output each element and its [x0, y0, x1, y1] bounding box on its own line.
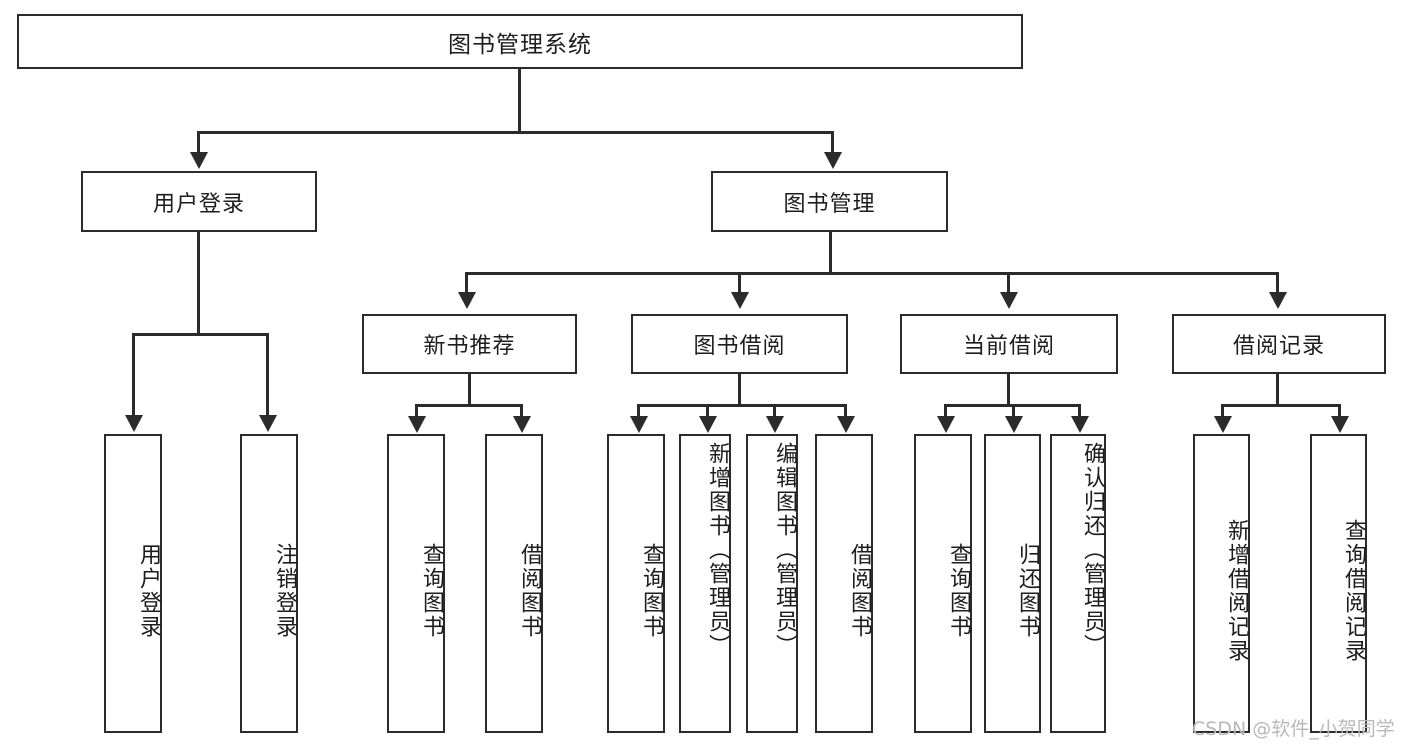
connector-user-login-right — [266, 333, 269, 417]
node-leaf-edit-book[interactable]: 编辑图书（管理员） — [746, 434, 798, 733]
arrowhead-current-borrow-c3 — [1071, 416, 1089, 433]
connector-book-management-bus — [465, 272, 1278, 275]
arrowhead-new-book-c2 — [513, 416, 531, 433]
arrowhead-book-borrow-c2 — [699, 416, 717, 433]
arrowhead-borrow-record-c1 — [1214, 416, 1232, 433]
arrowhead-borrow-record-c2 — [1331, 416, 1349, 433]
connector-borrow-record-c1 — [1221, 404, 1224, 418]
node-leaf-add-record[interactable]: 新增借阅记录 — [1193, 434, 1250, 733]
arrowhead-bm-to-borrow-record — [1269, 292, 1287, 309]
connector-user-login-left — [132, 333, 135, 417]
node-borrow-record[interactable]: 借阅记录 — [1172, 314, 1386, 374]
arrowhead-book-borrow-c3 — [766, 416, 784, 433]
arrowhead-bm-to-current-borrow — [1000, 292, 1018, 309]
csdn-watermark: CSDN @软件_小贺同学 — [1192, 718, 1395, 740]
arrowhead-book-borrow-c4 — [837, 416, 855, 433]
arrowhead-new-book-c1 — [408, 416, 426, 433]
node-current-borrow[interactable]: 当前借阅 — [900, 314, 1118, 374]
arrowhead-current-borrow-c1 — [937, 416, 955, 433]
connector-new-book-c2 — [520, 404, 523, 418]
connector-book-management-stem — [829, 232, 832, 274]
node-book-borrow[interactable]: 图书借阅 — [631, 314, 848, 374]
connector-bm-to-current-borrow — [1007, 272, 1010, 294]
connector-new-book-c1 — [415, 404, 418, 418]
arrowhead-bm-to-book-borrow — [731, 292, 749, 309]
node-leaf-query-book-1[interactable]: 查询图书 — [387, 434, 445, 733]
node-leaf-logout-login[interactable]: 注销登录 — [240, 434, 298, 733]
node-leaf-add-book[interactable]: 新增图书（管理员） — [679, 434, 731, 733]
connector-current-borrow-c2 — [1012, 404, 1015, 418]
connector-root-bus — [197, 131, 834, 134]
connector-book-borrow-c3 — [773, 404, 776, 418]
connector-borrow-record-stem — [1276, 374, 1279, 406]
arrowhead-book-borrow-c1 — [630, 416, 648, 433]
arrowhead-user-login-left — [125, 415, 143, 432]
connector-book-borrow-c4 — [844, 404, 847, 418]
connector-new-book-bus — [415, 404, 523, 407]
node-user-login[interactable]: 用户登录 — [81, 171, 317, 232]
arrowhead-root-to-book-management — [824, 152, 842, 169]
connector-new-book-stem — [468, 374, 471, 406]
node-leaf-query-book-3[interactable]: 查询图书 — [914, 434, 972, 733]
node-leaf-user-login[interactable]: 用户登录 — [104, 434, 162, 733]
connector-borrow-record-bus — [1221, 404, 1341, 407]
connector-user-login-stem — [197, 232, 200, 335]
node-leaf-borrow-book-2[interactable]: 借阅图书 — [815, 434, 873, 733]
connector-bm-to-book-borrow — [738, 272, 741, 294]
connector-book-borrow-stem — [738, 374, 741, 406]
node-book-management[interactable]: 图书管理 — [711, 171, 948, 232]
connector-current-borrow-c3 — [1078, 404, 1081, 418]
arrowhead-root-to-user-login — [190, 152, 208, 169]
connector-borrow-record-c2 — [1338, 404, 1341, 418]
connector-bm-to-borrow-record — [1276, 272, 1279, 294]
connector-book-borrow-bus — [637, 404, 847, 407]
arrowhead-user-login-right — [259, 415, 277, 432]
arrowhead-bm-to-new-book — [458, 292, 476, 309]
connector-root-to-user-login — [197, 131, 200, 155]
connector-current-borrow-stem — [1007, 374, 1010, 406]
connector-root-stem — [518, 69, 521, 132]
connector-current-borrow-c1 — [944, 404, 947, 418]
connector-root-to-book-management — [831, 131, 834, 155]
node-leaf-return-book[interactable]: 归还图书 — [984, 434, 1041, 733]
connector-book-borrow-c2 — [706, 404, 709, 418]
node-root-system[interactable]: 图书管理系统 — [17, 14, 1023, 69]
node-leaf-query-record[interactable]: 查询借阅记录 — [1310, 434, 1367, 733]
node-leaf-confirm-return[interactable]: 确认归还（管理员） — [1050, 434, 1106, 733]
connector-user-login-bus — [132, 333, 269, 336]
node-leaf-borrow-book-1[interactable]: 借阅图书 — [485, 434, 543, 733]
node-new-book-recommend[interactable]: 新书推荐 — [362, 314, 577, 374]
node-leaf-query-book-2[interactable]: 查询图书 — [607, 434, 665, 733]
connector-bm-to-new-book — [465, 272, 468, 294]
arrowhead-current-borrow-c2 — [1005, 416, 1023, 433]
connector-book-borrow-c1 — [637, 404, 640, 418]
